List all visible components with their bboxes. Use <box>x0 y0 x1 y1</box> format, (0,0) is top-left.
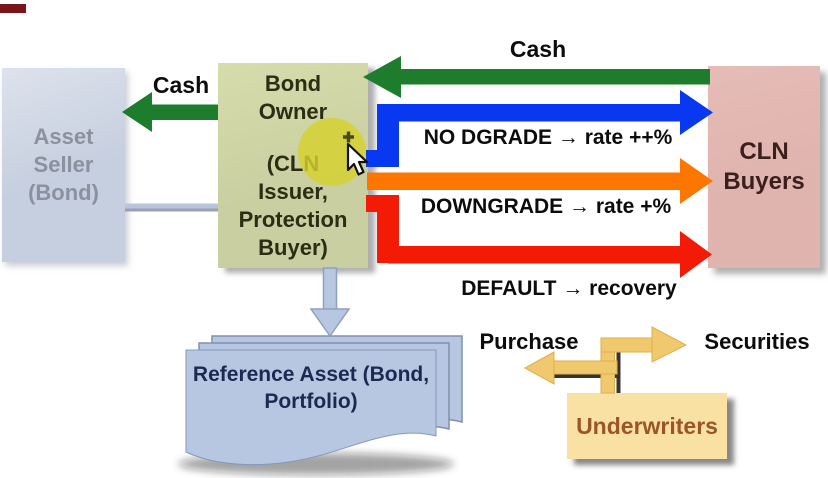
underwriters-arrow-shadow-lines <box>553 350 621 393</box>
mouse-cursor-icon <box>343 131 369 176</box>
reference-asset-label: Reference Asset (Bond, Portfolio) <box>186 361 436 415</box>
cash-label-left: Cash <box>152 72 210 98</box>
purchase-label: Purchase <box>479 329 579 354</box>
cln-buyers-label-line: Buyers <box>723 168 805 195</box>
asset-seller-label-line: Seller <box>33 152 94 177</box>
cln-buyers-box: CLN Buyers <box>708 66 820 268</box>
bond-owner-label-line: Owner <box>258 99 328 124</box>
asset-seller-box: Asset Seller (Bond) <box>2 68 125 262</box>
underwriters-label: Underwriters <box>576 412 718 439</box>
bond-owner-label-line: Bond <box>264 71 322 96</box>
cash-label-top: Cash <box>509 36 567 62</box>
securities-label: Securities <box>704 329 810 354</box>
video-artifact-mark <box>0 4 26 13</box>
cursor-arrow-icon <box>346 142 369 176</box>
asset-seller-label-line: Asset <box>33 124 94 149</box>
bond-owner-label-line: Buyer) <box>258 235 328 260</box>
cursor-plus-icon <box>343 131 354 143</box>
asset-seller-label-line: (Bond) <box>28 180 99 205</box>
no-downgrade-label: NO DGRADE → rate ++% <box>423 126 673 149</box>
document-shadow <box>178 453 454 475</box>
asset-seller-link-line <box>125 203 218 212</box>
bond-owner-label-line: Issuer, <box>258 179 328 204</box>
securities-arrow <box>600 326 688 394</box>
underwriters-box: Underwriters <box>567 393 727 459</box>
reference-asset-label-line: Reference Asset <box>192 363 357 386</box>
default-label: DEFAULT → recovery <box>461 277 677 300</box>
downgrade-label: DOWNGRADE → rate +% <box>420 195 672 218</box>
reference-asset-down-arrow <box>309 267 351 338</box>
purchase-arrow <box>523 351 618 385</box>
cln-buyers-label-line: CLN <box>739 138 789 165</box>
bond-owner-label-line: Protection <box>238 207 348 232</box>
